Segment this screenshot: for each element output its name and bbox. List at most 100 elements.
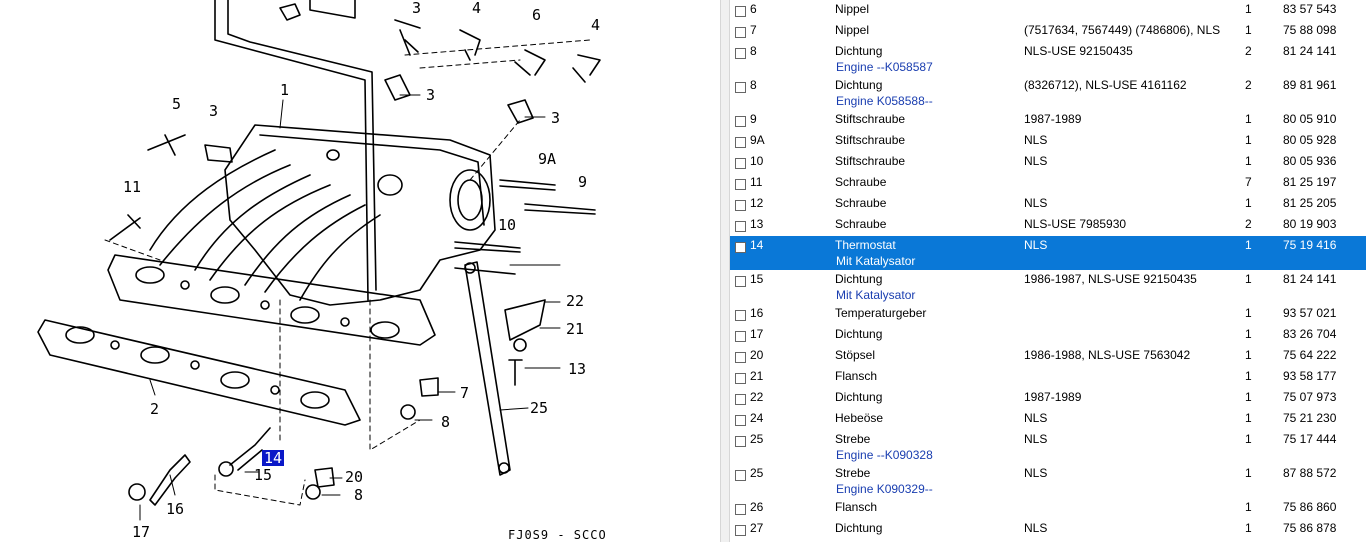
exploded-parts-diagram: 3 4 6 4 3 5 3 1 3 9A 9 11 10 22 21 13 7 … — [37, 0, 606, 542]
position-number: 10 — [750, 154, 764, 168]
row-checkbox[interactable] — [735, 179, 746, 190]
part-number: 80 19 903 — [1283, 217, 1337, 231]
row-checkbox[interactable] — [735, 504, 746, 515]
callout-label[interactable]: 13 — [568, 360, 587, 378]
pane-splitter[interactable] — [720, 0, 730, 542]
row-checkbox[interactable] — [735, 525, 746, 536]
row-checkbox[interactable] — [735, 352, 746, 363]
part-number: 93 57 021 — [1283, 306, 1337, 320]
part-note: NLS-USE 7985930 — [1024, 217, 1127, 231]
callout-label[interactable]: 4 — [591, 16, 601, 34]
part-quantity: 2 — [1245, 78, 1252, 92]
part-note: NLS-USE 92150435 — [1024, 44, 1133, 58]
part-note: NLS — [1024, 196, 1048, 210]
callout-label[interactable]: 16 — [166, 500, 185, 518]
row-checkbox[interactable] — [735, 27, 746, 38]
callout-label[interactable]: 3 — [551, 109, 561, 127]
part-description: Flansch — [835, 369, 878, 383]
part-description: Schraube — [835, 217, 887, 231]
row-checkbox[interactable] — [735, 436, 746, 447]
part-number: 83 57 543 — [1283, 2, 1337, 16]
part-number: 75 17 444 — [1283, 432, 1337, 446]
callout-label[interactable]: 3 — [412, 0, 422, 17]
part-quantity: 1 — [1245, 432, 1252, 446]
callout-label[interactable]: 17 — [132, 523, 151, 541]
row-checkbox[interactable] — [735, 242, 746, 253]
callout-label[interactable]: 9A — [538, 150, 557, 168]
row-checkbox[interactable] — [735, 158, 746, 169]
part-note: NLS — [1024, 238, 1048, 252]
callout-label[interactable]: 25 — [530, 399, 549, 417]
row-checkbox[interactable] — [735, 415, 746, 426]
callout-label[interactable]: 3 — [209, 102, 219, 120]
part-quantity: 1 — [1245, 348, 1252, 362]
row-checkbox[interactable] — [735, 6, 746, 17]
row-checkbox[interactable] — [735, 48, 746, 59]
callout-label[interactable]: 15 — [254, 466, 273, 484]
callout-label[interactable]: 22 — [566, 292, 585, 310]
part-description: Thermostat — [835, 238, 896, 252]
row-checkbox[interactable] — [735, 470, 746, 481]
position-number: 22 — [750, 390, 764, 404]
callout-label-selected[interactable]: 14 — [262, 449, 285, 467]
row-checkbox[interactable] — [735, 373, 746, 384]
part-description: Stiftschraube — [835, 112, 906, 126]
callout-label[interactable]: 4 — [472, 0, 482, 17]
row-checkbox[interactable] — [735, 116, 746, 127]
row-checkbox[interactable] — [735, 394, 746, 405]
callout-label[interactable]: 8 — [441, 413, 451, 431]
callout-label[interactable]: 5 — [172, 95, 182, 113]
callout-label[interactable]: 8 — [354, 486, 364, 504]
part-note: NLS — [1024, 154, 1048, 168]
row-checkbox[interactable] — [735, 331, 746, 342]
callout-label[interactable]: 10 — [498, 216, 517, 234]
part-description: Dichtung — [835, 272, 883, 286]
part-note: NLS — [1024, 466, 1048, 480]
callout-label[interactable]: 7 — [460, 384, 470, 402]
row-checkbox[interactable] — [735, 82, 746, 93]
part-description: Stiftschraube — [835, 154, 906, 168]
part-condition: Mit Katalysator — [836, 288, 916, 302]
position-number: 13 — [750, 217, 764, 231]
part-number: 81 25 205 — [1283, 196, 1337, 210]
callout-label[interactable]: 2 — [150, 400, 160, 418]
row-checkbox[interactable] — [735, 310, 746, 321]
part-note: 1987-1989 — [1024, 112, 1082, 126]
callout-label[interactable]: 6 — [532, 6, 542, 24]
callout-label[interactable]: 21 — [566, 320, 585, 338]
row-checkbox[interactable] — [735, 276, 746, 287]
callout-label[interactable]: 9 — [578, 173, 588, 191]
row-checkbox[interactable] — [735, 137, 746, 148]
position-number: 25 — [750, 432, 764, 446]
callout-label[interactable]: 20 — [345, 468, 364, 486]
row-checkbox[interactable] — [735, 221, 746, 232]
callout-label[interactable]: 1 — [280, 81, 290, 99]
callout-label[interactable]: 11 — [123, 178, 142, 196]
row-checkbox[interactable] — [735, 200, 746, 211]
callout-label[interactable]: 3 — [426, 86, 436, 104]
part-quantity: 7 — [1245, 175, 1252, 189]
